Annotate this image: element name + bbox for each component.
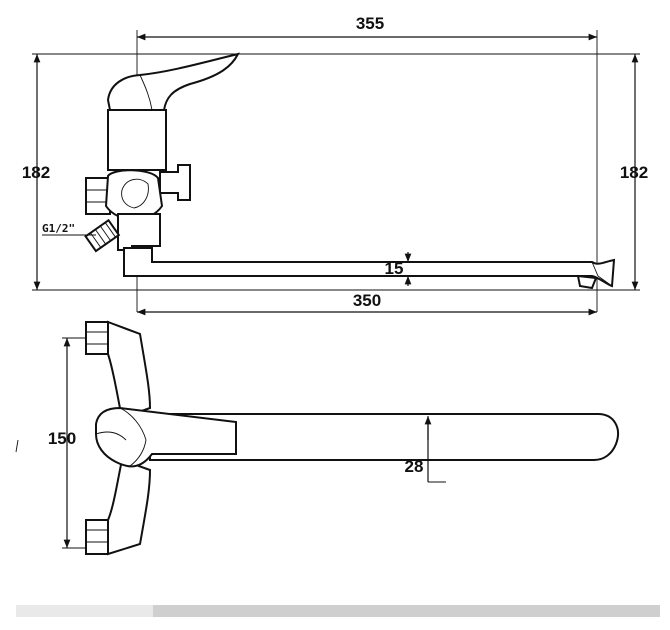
dimension-28-label: 28: [405, 457, 424, 476]
body-arms: [107, 320, 152, 420]
plan-spout: [149, 413, 619, 461]
lever-handle: [106, 52, 240, 111]
bottom-inlet-nut: [85, 519, 109, 555]
lower-body: [117, 213, 161, 251]
dimension-182-right-label: 182: [620, 163, 648, 182]
cartridge-body: [107, 109, 167, 171]
dimension-150-label: 150: [48, 429, 76, 448]
dimension-355-label: 355: [356, 14, 384, 33]
plan-view: 150 28: [15, 320, 619, 556]
plan-lever: [95, 406, 237, 468]
side-elevation-view: 355 182 182 G1/2": [22, 14, 648, 316]
bottom-bar: [16, 605, 660, 617]
dimension-15-label: 15: [385, 259, 404, 278]
spout: [123, 247, 616, 288]
thread-size-label: G1/2": [42, 222, 75, 235]
side-nut-right: [159, 164, 191, 201]
dimension-350-label: 350: [353, 291, 381, 310]
top-inlet-nut: [85, 321, 109, 355]
threaded-inlet: [84, 218, 121, 253]
diverter-knob: [104, 169, 164, 221]
dimension-182-left-label: 182: [22, 163, 50, 182]
